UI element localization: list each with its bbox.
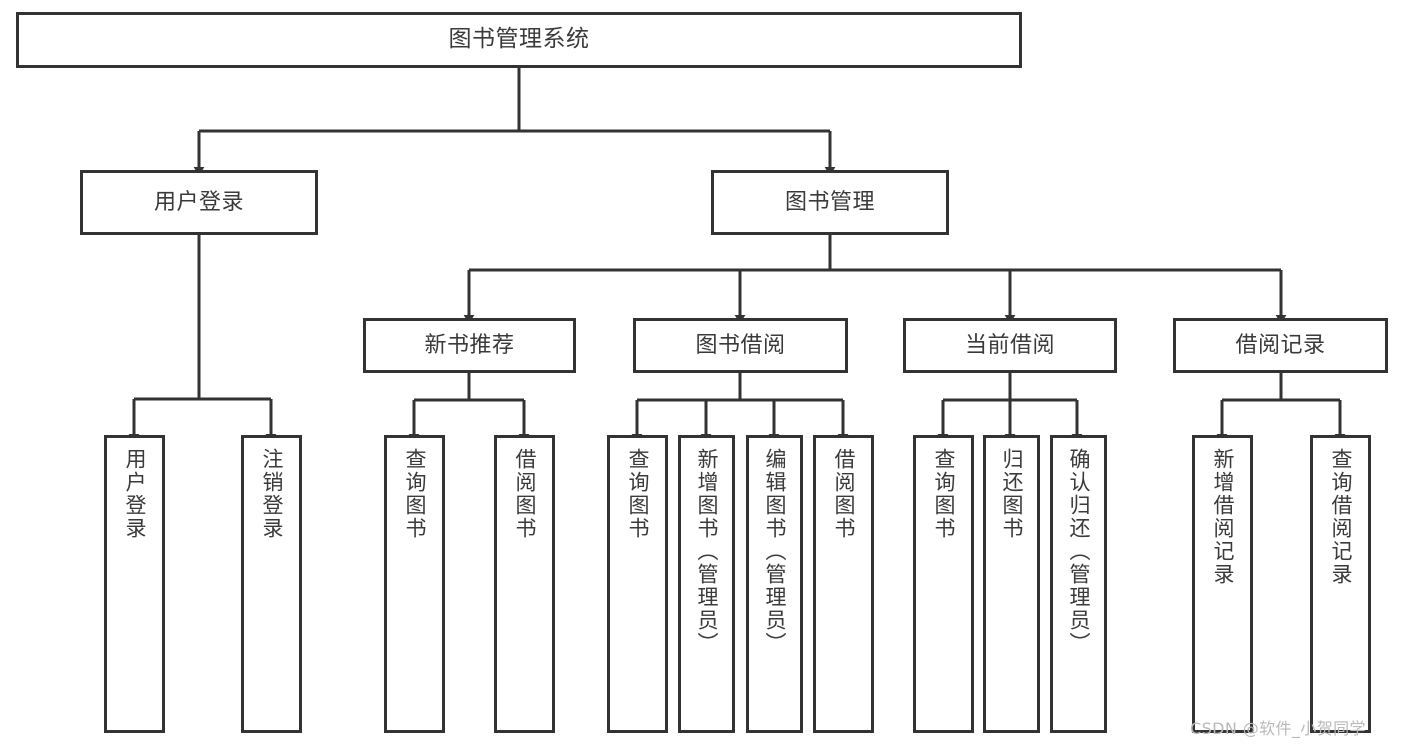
leaf-user-login-logout[interactable]: 注销登录 xyxy=(241,435,302,733)
node-book-borrow[interactable]: 图书借阅 xyxy=(633,318,848,373)
csdn-watermark: CSDN @软件_小贺同学 xyxy=(1190,719,1366,738)
node-book-management[interactable]: 图书管理 xyxy=(711,170,949,235)
leaf-new-book-query[interactable]: 查询图书 xyxy=(384,435,445,733)
node-label: 查询借阅记录 xyxy=(1329,448,1353,586)
leaf-record-query-record[interactable]: 查询借阅记录 xyxy=(1310,435,1371,733)
node-label: 借阅图书 xyxy=(513,448,537,540)
node-label: 图书管理系统 xyxy=(448,26,590,53)
node-label: 查询图书 xyxy=(932,448,956,540)
node-label: 查询图书 xyxy=(403,448,427,540)
node-user-login[interactable]: 用户登录 xyxy=(80,170,318,235)
node-label: 图书借阅 xyxy=(695,332,786,358)
node-label: 用户登录 xyxy=(153,189,244,215)
node-label: 编辑图书（管理员） xyxy=(763,448,787,655)
leaf-record-add-record[interactable]: 新增借阅记录 xyxy=(1192,435,1253,733)
node-label: 确认归还（管理员） xyxy=(1067,448,1091,655)
leaf-user-login-login[interactable]: 用户登录 xyxy=(104,435,165,733)
leaf-borrow-borrow-book[interactable]: 借阅图书 xyxy=(813,435,874,733)
node-label: 归还图书 xyxy=(1000,448,1024,540)
node-label: 查询图书 xyxy=(626,448,650,540)
node-label: 用户登录 xyxy=(123,448,147,540)
leaf-new-book-borrow[interactable]: 借阅图书 xyxy=(494,435,555,733)
node-label: 图书管理 xyxy=(784,189,875,215)
leaf-borrow-edit-book-admin[interactable]: 编辑图书（管理员） xyxy=(746,435,803,733)
node-label: 借阅记录 xyxy=(1235,332,1326,358)
node-new-book-recommend[interactable]: 新书推荐 xyxy=(363,318,576,373)
leaf-borrow-add-book-admin[interactable]: 新增图书（管理员） xyxy=(678,435,735,733)
node-label: 新增借阅记录 xyxy=(1211,448,1235,586)
leaf-current-confirm-return-admin[interactable]: 确认归还（管理员） xyxy=(1050,435,1107,733)
node-label: 新书推荐 xyxy=(424,332,515,358)
node-current-borrow[interactable]: 当前借阅 xyxy=(903,318,1117,373)
node-borrow-record[interactable]: 借阅记录 xyxy=(1173,318,1388,373)
node-label: 借阅图书 xyxy=(832,448,856,540)
node-label: 新增图书（管理员） xyxy=(695,448,719,655)
node-label: 当前借阅 xyxy=(964,332,1055,358)
node-root-library-system[interactable]: 图书管理系统 xyxy=(16,12,1022,68)
node-label: 注销登录 xyxy=(260,448,284,540)
leaf-current-query-book[interactable]: 查询图书 xyxy=(913,435,974,733)
leaf-current-return-book[interactable]: 归还图书 xyxy=(983,435,1040,733)
leaf-borrow-query-book[interactable]: 查询图书 xyxy=(607,435,668,733)
